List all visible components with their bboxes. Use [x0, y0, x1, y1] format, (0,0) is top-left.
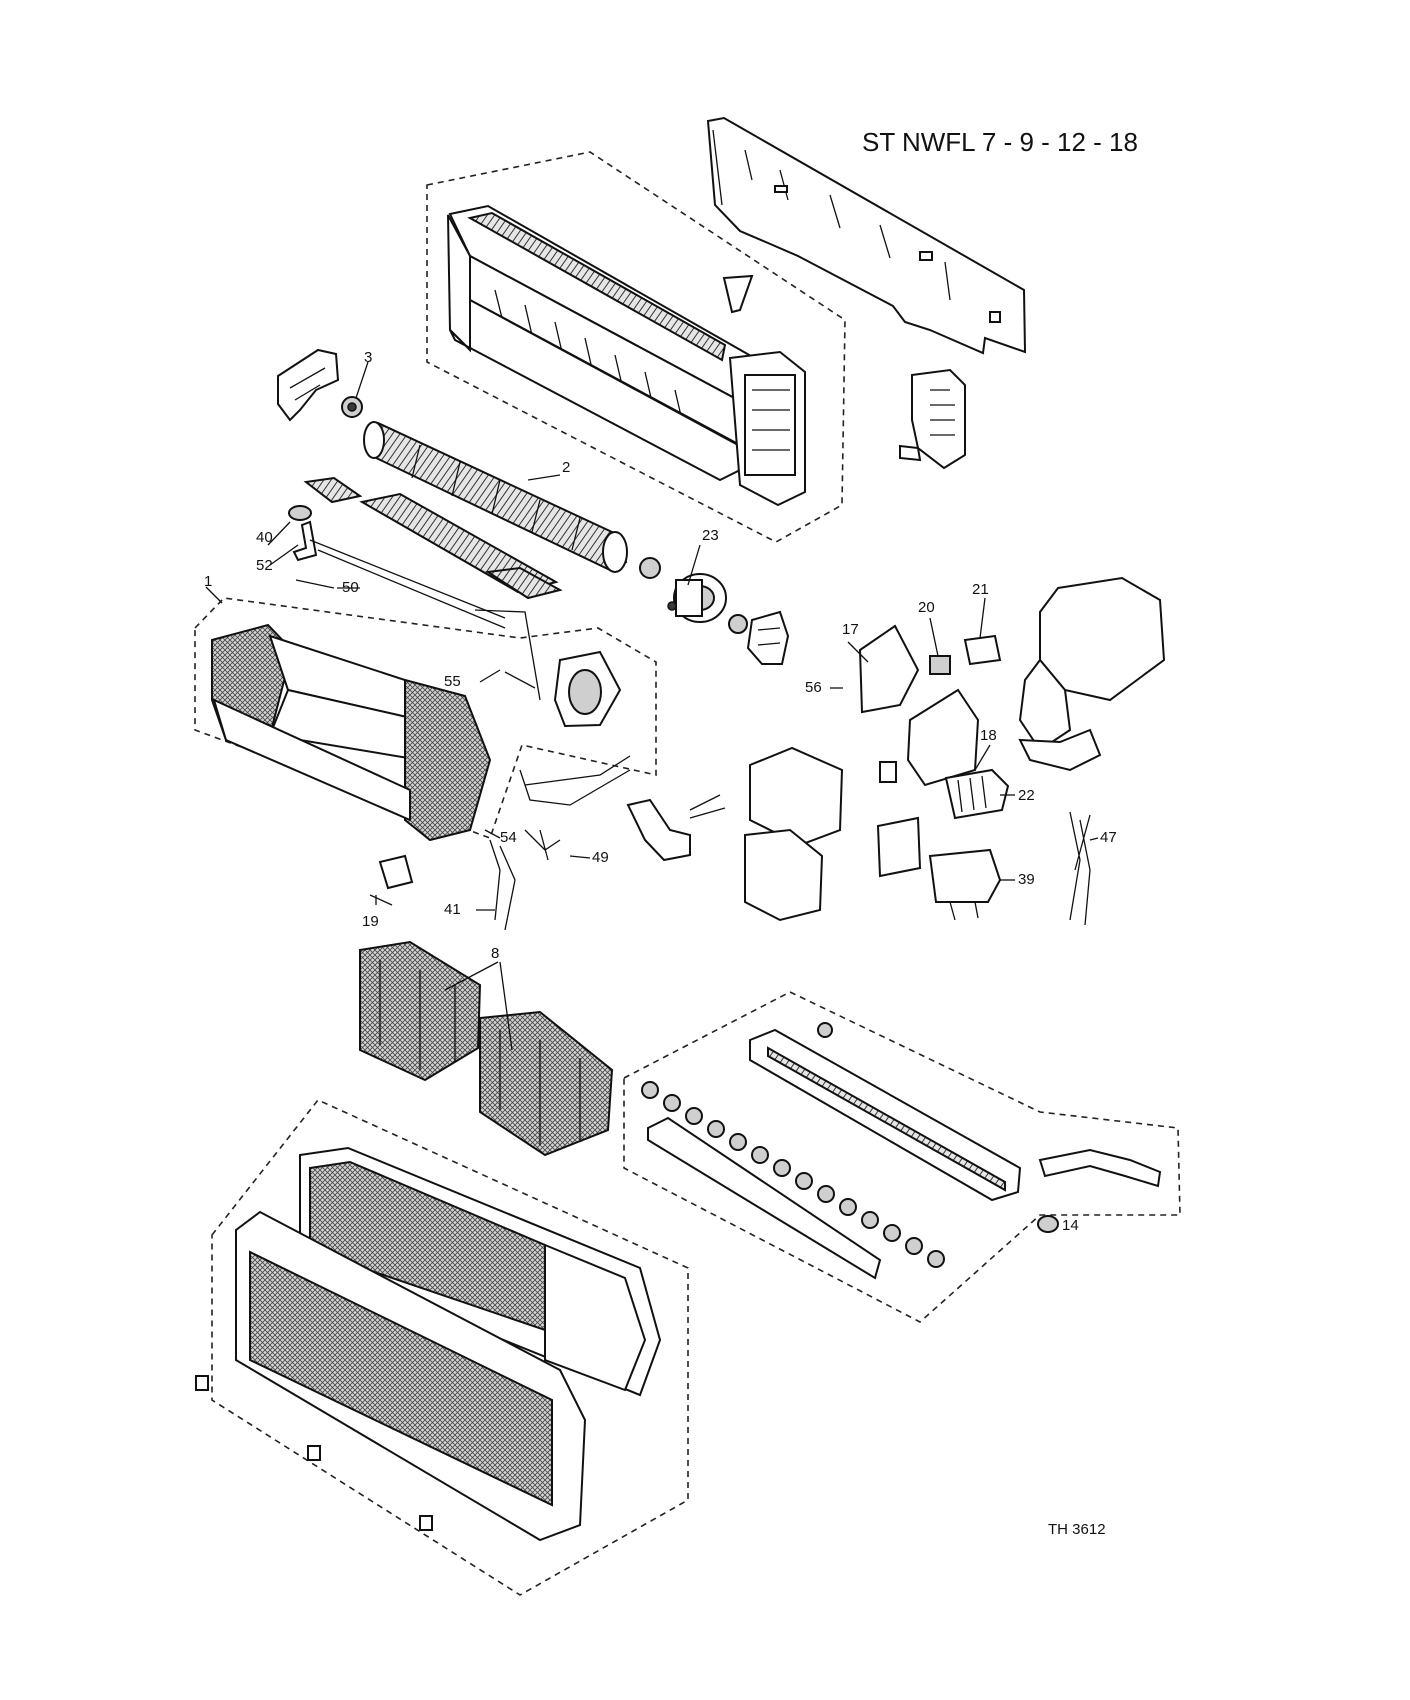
front-cover	[235, 1210, 587, 1542]
electrical-box	[1018, 576, 1166, 772]
rod	[309, 539, 506, 629]
label-8: 8	[491, 945, 499, 962]
board-18	[906, 688, 980, 787]
drain-hose	[626, 798, 691, 862]
pan-screw	[817, 1022, 833, 1038]
drain-plug	[1037, 1215, 1059, 1233]
label-41: 41	[444, 901, 461, 918]
mounting-plate	[706, 116, 1027, 355]
label-50: 50	[342, 579, 359, 596]
terminal-block-22	[944, 768, 1010, 820]
label-55: 55	[444, 673, 461, 690]
tube-52	[292, 520, 318, 562]
small-filter	[303, 476, 363, 504]
board-17	[858, 624, 920, 714]
coil-end-hub	[568, 669, 602, 715]
sensor-50	[295, 579, 335, 589]
wire-41	[489, 839, 516, 931]
bearing-core	[347, 402, 357, 412]
front-panel-group-outline	[211, 1099, 689, 1596]
evaporator-coil	[211, 623, 492, 842]
label-52: 52	[256, 557, 273, 574]
label-3: 3	[364, 349, 372, 366]
transformer-21	[963, 634, 1002, 666]
cap-40	[288, 505, 312, 521]
large-filter	[359, 492, 559, 594]
label-40: 40	[256, 529, 273, 546]
label-18: 18	[980, 727, 997, 744]
small-clip	[879, 761, 897, 783]
screw-cap-1	[195, 1375, 209, 1391]
connector-39	[928, 848, 1002, 903]
wire-49	[524, 829, 561, 861]
label-17: 17	[842, 621, 859, 638]
label-47: 47	[1100, 829, 1117, 846]
label-19: 19	[362, 913, 379, 930]
label-56: 56	[805, 679, 822, 696]
bearing-bracket	[277, 348, 340, 422]
fan-motor	[667, 573, 727, 623]
louver-shaft	[647, 1116, 882, 1280]
louver-left	[359, 940, 482, 1082]
motor-clip	[728, 614, 748, 634]
louver-clips	[641, 1081, 945, 1268]
plate-39-a	[876, 816, 922, 878]
label-21: 21	[972, 581, 989, 598]
label-39: 39	[1018, 871, 1035, 888]
diagram-title: ST NWFL 7 - 9 - 12 - 18	[862, 127, 1138, 157]
screw-cap-2	[307, 1445, 321, 1461]
diagram-reference: TH 3612	[1048, 1521, 1106, 1538]
label-22: 22	[1018, 787, 1035, 804]
blower-wheel	[363, 421, 628, 573]
label-1: 1	[204, 573, 212, 590]
capacitor-20	[929, 655, 951, 675]
label-14: 14	[1062, 1217, 1079, 1234]
terminal-cover	[749, 746, 844, 847]
fan-coupling	[639, 557, 661, 579]
chassis	[447, 204, 806, 507]
screw-cap-3	[419, 1515, 433, 1531]
piping	[519, 755, 631, 806]
louver-right	[479, 1010, 614, 1157]
label-54: 54	[500, 829, 517, 846]
wiring-47	[1069, 811, 1091, 926]
filter-strip	[485, 566, 563, 600]
label-2: 2	[562, 459, 570, 476]
label-23: 23	[702, 527, 719, 544]
terminal-cover-lower	[744, 828, 824, 922]
label-49: 49	[592, 849, 609, 866]
drain-pipe	[1038, 1148, 1162, 1188]
chassis-group-outline	[426, 151, 846, 543]
electrical-bracket	[899, 368, 966, 470]
label-20: 20	[918, 599, 935, 616]
sensor-19	[378, 854, 414, 890]
drain-pan	[749, 1028, 1022, 1202]
drain-pan-group-outline	[623, 991, 1181, 1323]
motor-mount	[746, 610, 790, 665]
